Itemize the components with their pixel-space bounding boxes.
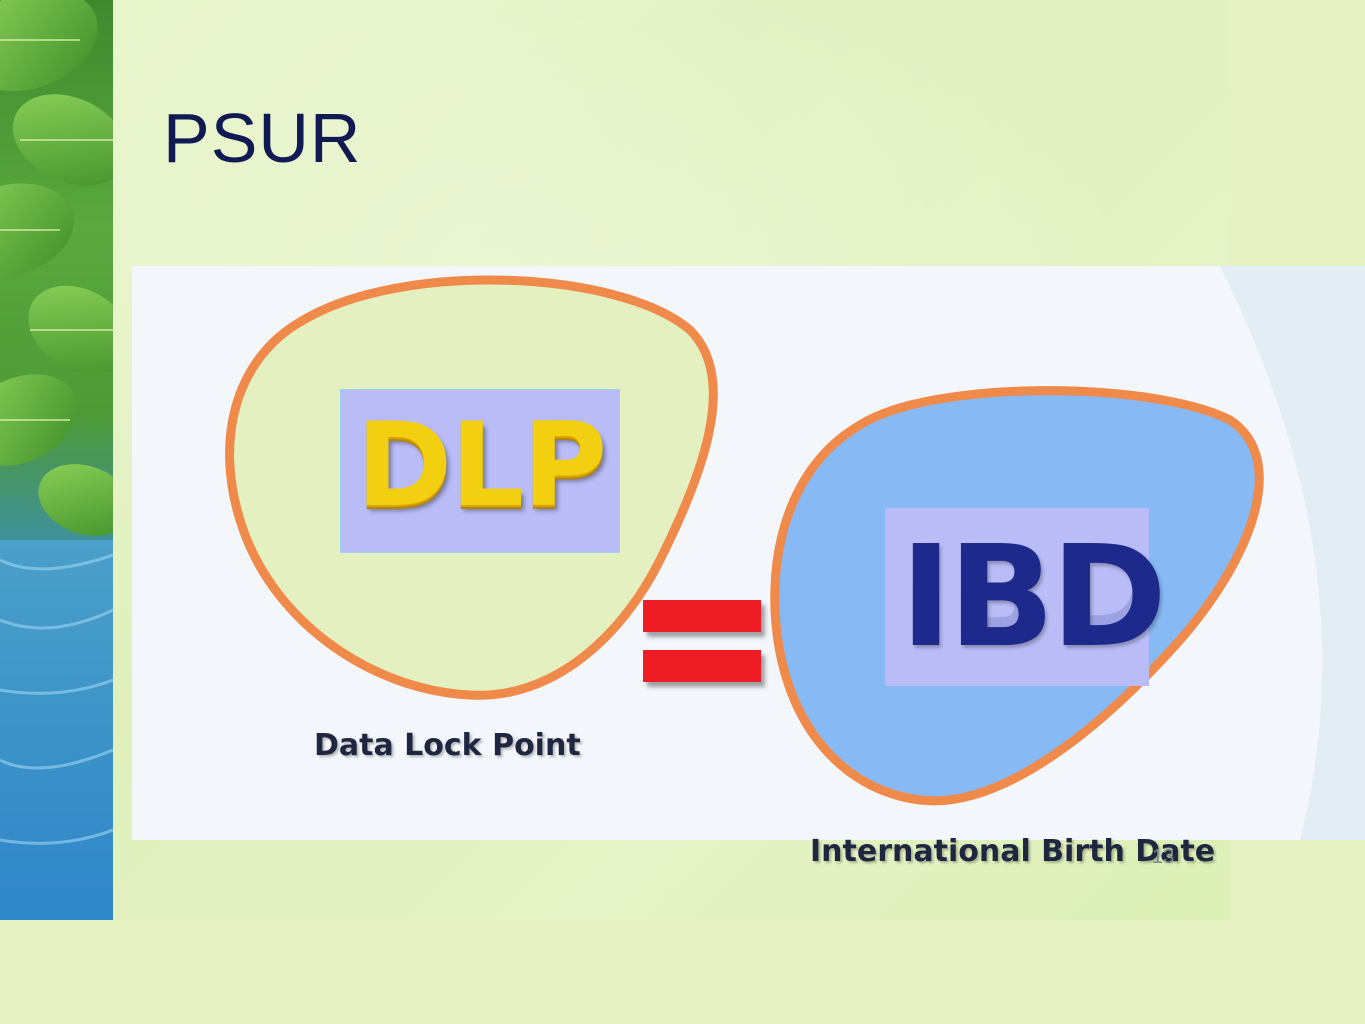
ibd-caption: International Birth Date xyxy=(810,834,1216,869)
ibd-acronym-box xyxy=(885,508,1149,686)
bottom-margin xyxy=(0,920,1365,1024)
panel-curve-decoration xyxy=(1220,266,1365,840)
equals-sign-bottom-bar xyxy=(643,650,761,682)
dlp-acronym: DLP xyxy=(356,398,607,533)
dlp-acronym-box xyxy=(340,389,620,553)
dlp-caption: Data Lock Point xyxy=(314,728,581,763)
slide-title: PSUR xyxy=(163,99,362,177)
leaves-image xyxy=(0,0,113,920)
leaf-water-decoration xyxy=(0,0,113,920)
ibd-reflection: IBD xyxy=(900,590,1163,650)
ibd-acronym: IBD xyxy=(900,516,1167,679)
equals-sign-top-bar xyxy=(643,600,761,632)
slide-number: 13 xyxy=(1152,846,1175,868)
